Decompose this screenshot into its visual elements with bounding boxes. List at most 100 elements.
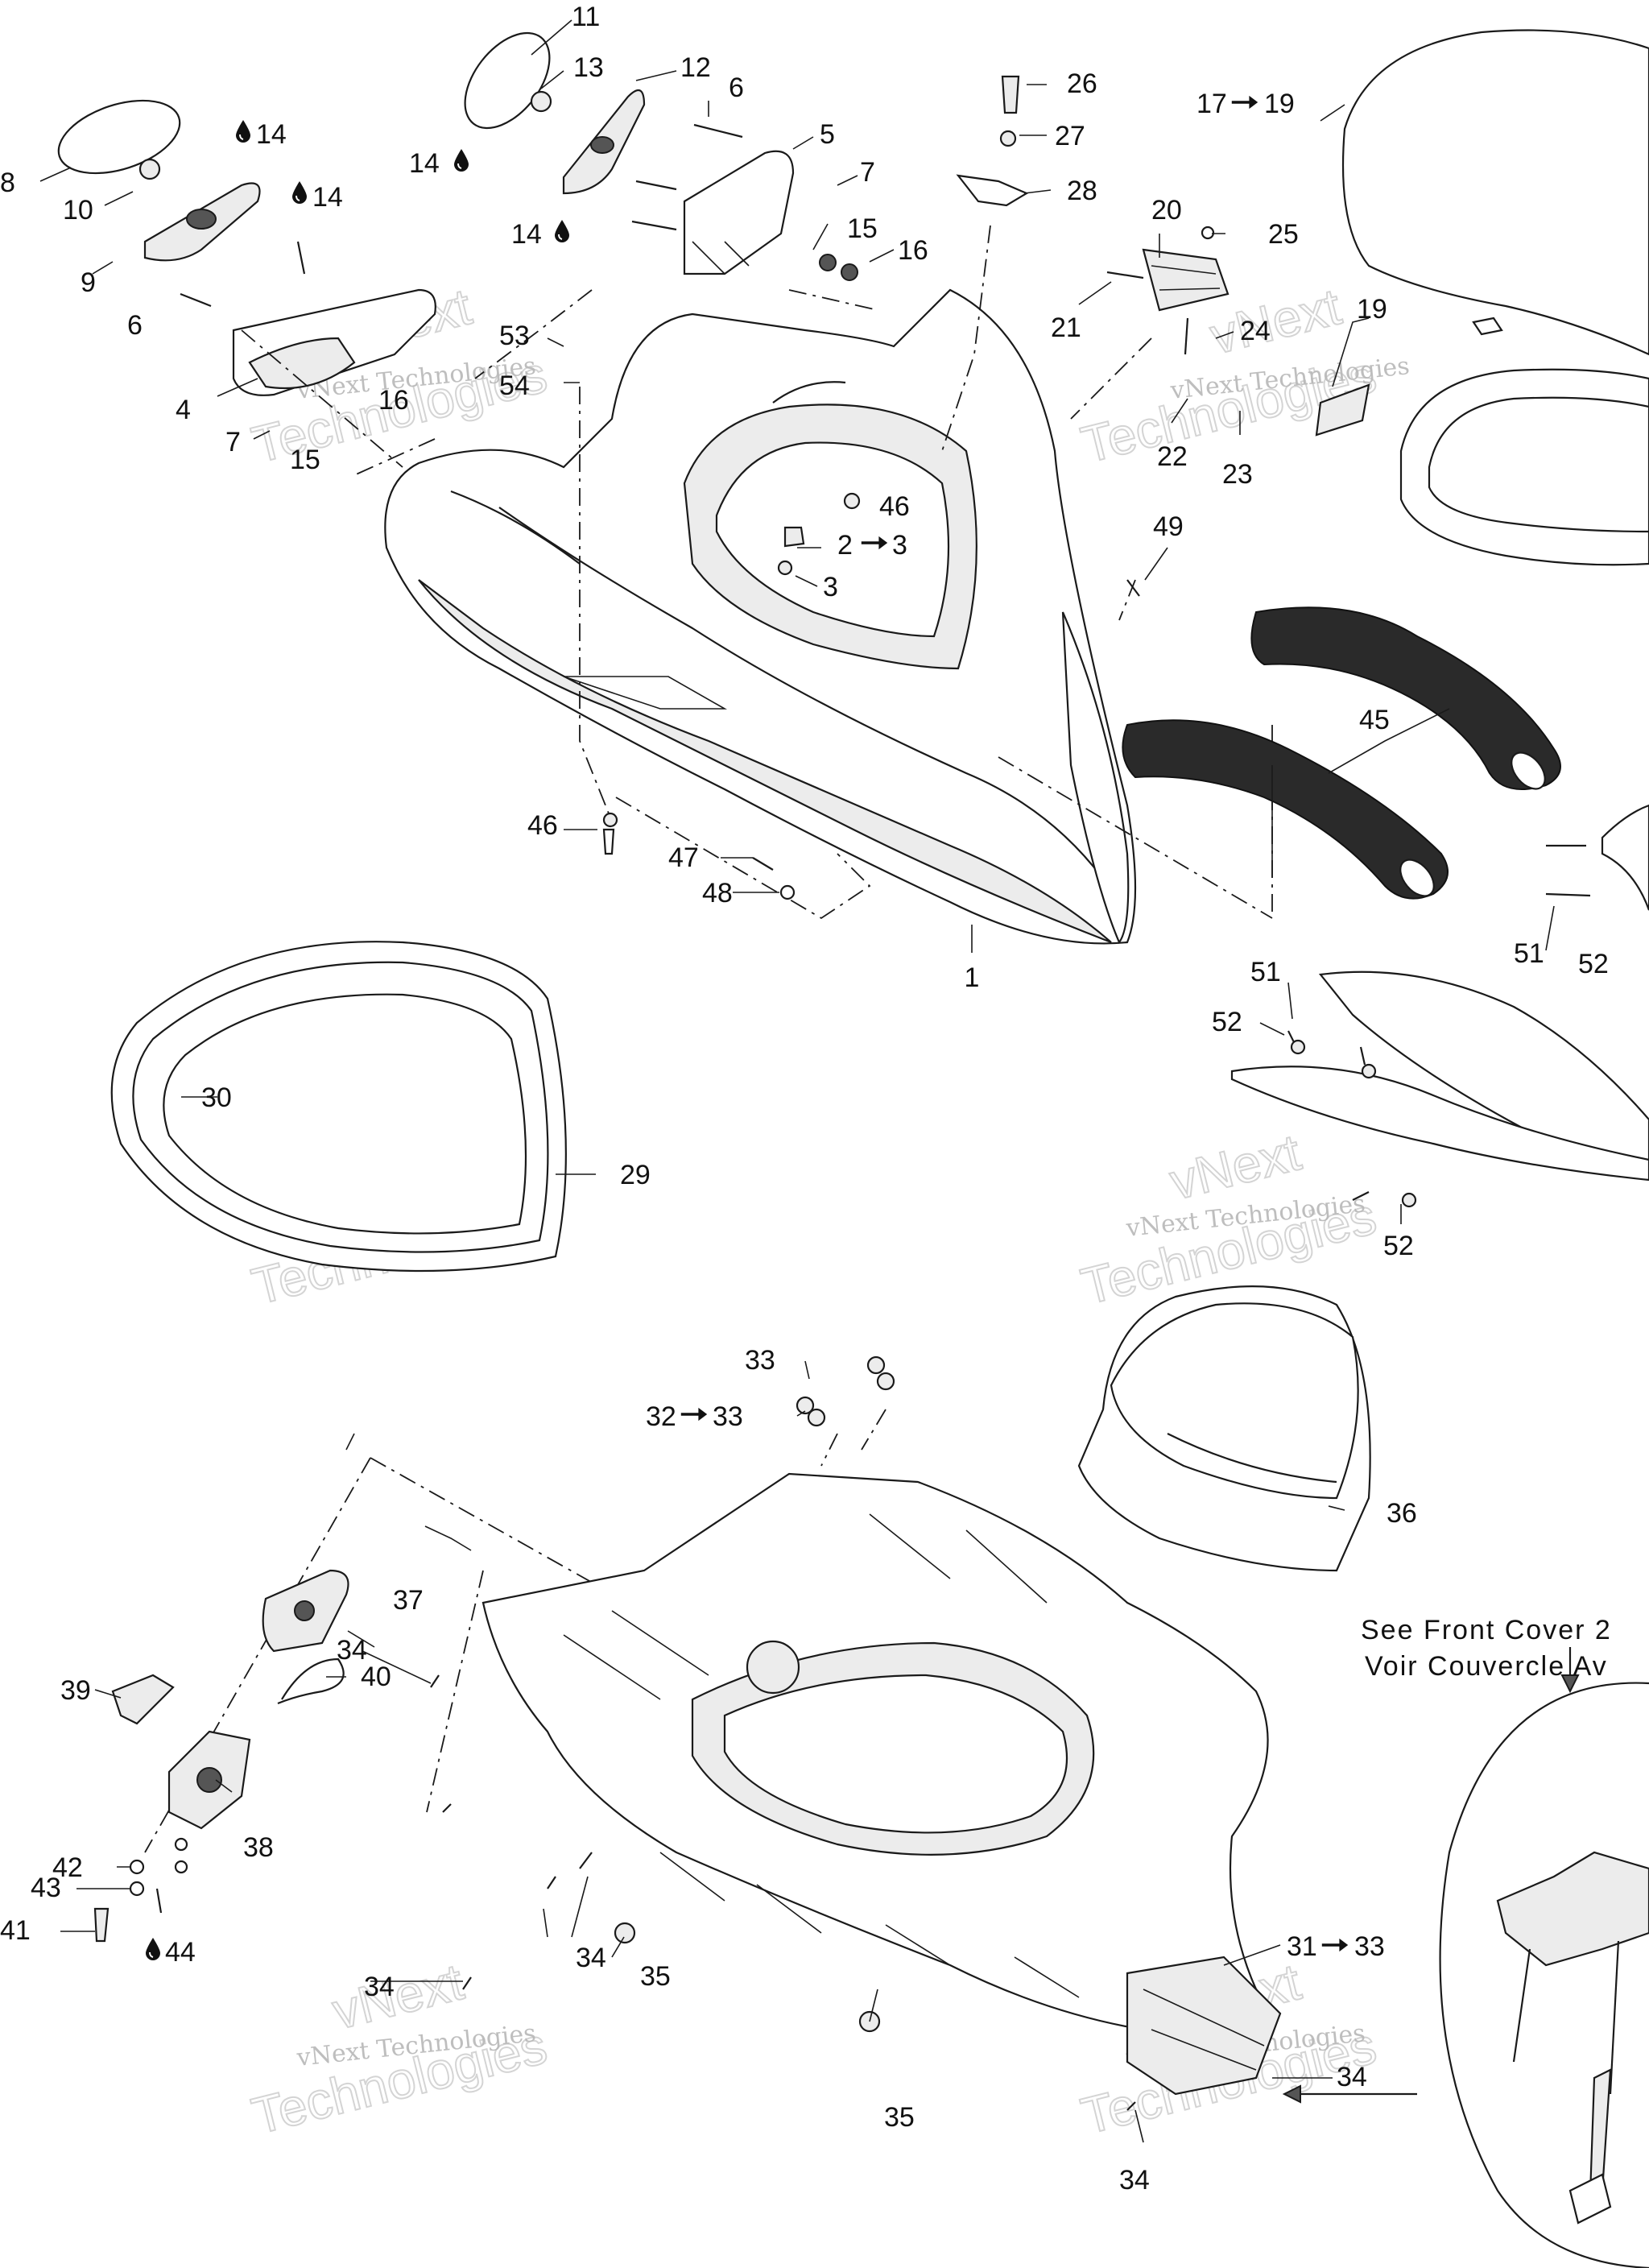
support-frame bbox=[481, 1472, 1282, 2096]
see-front-cover-fr: Voir Couvercle Av bbox=[1365, 1651, 1608, 1682]
cowl-bracket bbox=[683, 150, 795, 275]
mirror-base-hole-right bbox=[590, 136, 614, 154]
callout-8: 8 bbox=[0, 168, 15, 198]
callout-6-top: 6 bbox=[729, 72, 744, 103]
latch-spring-40 bbox=[277, 1658, 345, 1705]
callout-48: 48 bbox=[702, 878, 733, 908]
callout-15-top: 15 bbox=[847, 213, 878, 244]
callout-46-bottom: 46 bbox=[527, 810, 558, 841]
callout-17: 17 bbox=[1196, 89, 1227, 119]
callout-2: 2 bbox=[837, 530, 853, 561]
callout-44: 44 bbox=[165, 1937, 196, 1968]
watermark-small-5: vNext bbox=[327, 1952, 469, 2040]
storage-bin bbox=[1077, 1285, 1371, 1572]
seat-cover-shape bbox=[1341, 29, 1649, 356]
callout-36: 36 bbox=[1387, 1498, 1417, 1529]
callout-14-b: 14 bbox=[312, 182, 343, 213]
mirror-mount-left bbox=[248, 337, 356, 390]
callout-40: 40 bbox=[361, 1662, 391, 1692]
callout-51-right: 51 bbox=[1514, 938, 1544, 969]
callout-51-mid: 51 bbox=[1250, 957, 1281, 987]
side-panel-lower bbox=[1230, 1066, 1649, 1182]
latch-assembly bbox=[93, 1569, 349, 1943]
oil-drop-icon-14a bbox=[235, 119, 251, 143]
callout-14-d: 14 bbox=[511, 219, 542, 250]
callout-12: 12 bbox=[680, 52, 711, 83]
right-arrow-icon-32 bbox=[680, 1407, 708, 1422]
callout-20: 20 bbox=[1151, 195, 1182, 226]
callout-14-a: 14 bbox=[256, 119, 287, 150]
callout-41: 41 bbox=[0, 1915, 31, 1946]
mirror-base-hole-left bbox=[186, 209, 217, 230]
callout-32: 32 bbox=[646, 1401, 676, 1432]
front-cover-detail bbox=[1282, 1647, 1649, 2268]
callout-27: 27 bbox=[1055, 121, 1085, 151]
front-cover-circle bbox=[1439, 1682, 1649, 2268]
callout-21: 21 bbox=[1051, 312, 1081, 343]
mirror-ball-right bbox=[530, 90, 552, 113]
oil-drop-icon-14d bbox=[554, 219, 570, 243]
callout-4: 4 bbox=[176, 395, 191, 425]
callout-49: 49 bbox=[1153, 511, 1184, 542]
callout-5: 5 bbox=[820, 119, 835, 150]
oil-drop-icon-44 bbox=[145, 1937, 161, 1961]
intake-hoses bbox=[1122, 606, 1561, 900]
callout-10: 10 bbox=[63, 195, 93, 226]
oil-drop-icon-14b bbox=[291, 180, 308, 205]
callout-25: 25 bbox=[1268, 219, 1299, 250]
oil-drop-icon-14c bbox=[453, 148, 469, 172]
callout-32-to-33: 33 bbox=[713, 1401, 743, 1432]
callout-7-top: 7 bbox=[860, 157, 875, 188]
steering-mechanism bbox=[1496, 1851, 1649, 1967]
mirror-ball-left bbox=[138, 158, 161, 180]
callout-15-left: 15 bbox=[290, 445, 320, 475]
right-arrow-icon-31 bbox=[1321, 1938, 1349, 1952]
callout-34-b: 34 bbox=[364, 1972, 395, 2002]
right-mirror-assembly bbox=[464, 31, 646, 195]
misc-fasteners bbox=[430, 492, 1140, 2111]
storage-gasket bbox=[110, 941, 567, 1273]
callout-30: 30 bbox=[201, 1082, 232, 1113]
seat-gasket-inner bbox=[1428, 396, 1649, 533]
callout-35-b: 35 bbox=[884, 2102, 915, 2133]
top-fasteners bbox=[180, 75, 1029, 308]
intake-hose-lower bbox=[1122, 719, 1449, 900]
callout-7-left: 7 bbox=[225, 427, 241, 457]
support-frame-front-bracket bbox=[1126, 1956, 1282, 2096]
callout-34-a: 34 bbox=[337, 1635, 367, 1666]
front-hull-crease bbox=[498, 507, 1120, 903]
intake-hose-upper bbox=[1250, 606, 1561, 790]
callout-52-bottom: 52 bbox=[1383, 1231, 1414, 1261]
callout-35-a: 35 bbox=[640, 1961, 671, 1992]
callout-39: 39 bbox=[60, 1675, 91, 1706]
callout-47: 47 bbox=[668, 842, 699, 873]
hinge-clip-28 bbox=[956, 174, 1029, 207]
front-hull-opening-inner bbox=[715, 441, 950, 638]
callout-17-to-19: 19 bbox=[1264, 89, 1295, 119]
callout-34-c: 34 bbox=[576, 1943, 606, 1973]
callout-53: 53 bbox=[499, 321, 530, 351]
callout-24: 24 bbox=[1240, 316, 1271, 346]
callout-26: 26 bbox=[1067, 68, 1097, 99]
cross-reference-note: See Front Cover 2 Voir Couvercle Av bbox=[1361, 1615, 1610, 1682]
callout-37: 37 bbox=[393, 1585, 424, 1616]
callout-11: 11 bbox=[572, 2, 600, 32]
callout-16-top: 16 bbox=[898, 235, 928, 266]
callout-31: 31 bbox=[1287, 1931, 1317, 1962]
front-hull-lower-panel bbox=[418, 579, 1112, 944]
left-mirror-assembly bbox=[57, 99, 436, 396]
side-panel-upper bbox=[1318, 971, 1649, 1161]
callout-1: 1 bbox=[965, 962, 980, 993]
callout-16-left: 16 bbox=[378, 385, 409, 416]
callout-19: 19 bbox=[1357, 294, 1387, 325]
callout-52-right: 52 bbox=[1578, 949, 1609, 979]
support-frame-cap bbox=[746, 1640, 800, 1695]
hinge-plate bbox=[1142, 248, 1230, 312]
callout-3: 3 bbox=[823, 572, 838, 602]
latch-lever-39 bbox=[111, 1674, 175, 1725]
callout-54: 54 bbox=[499, 370, 530, 401]
front-hull-nose-tip bbox=[1061, 611, 1130, 945]
callout-45: 45 bbox=[1359, 705, 1390, 735]
mirror-glass-left bbox=[57, 99, 181, 175]
